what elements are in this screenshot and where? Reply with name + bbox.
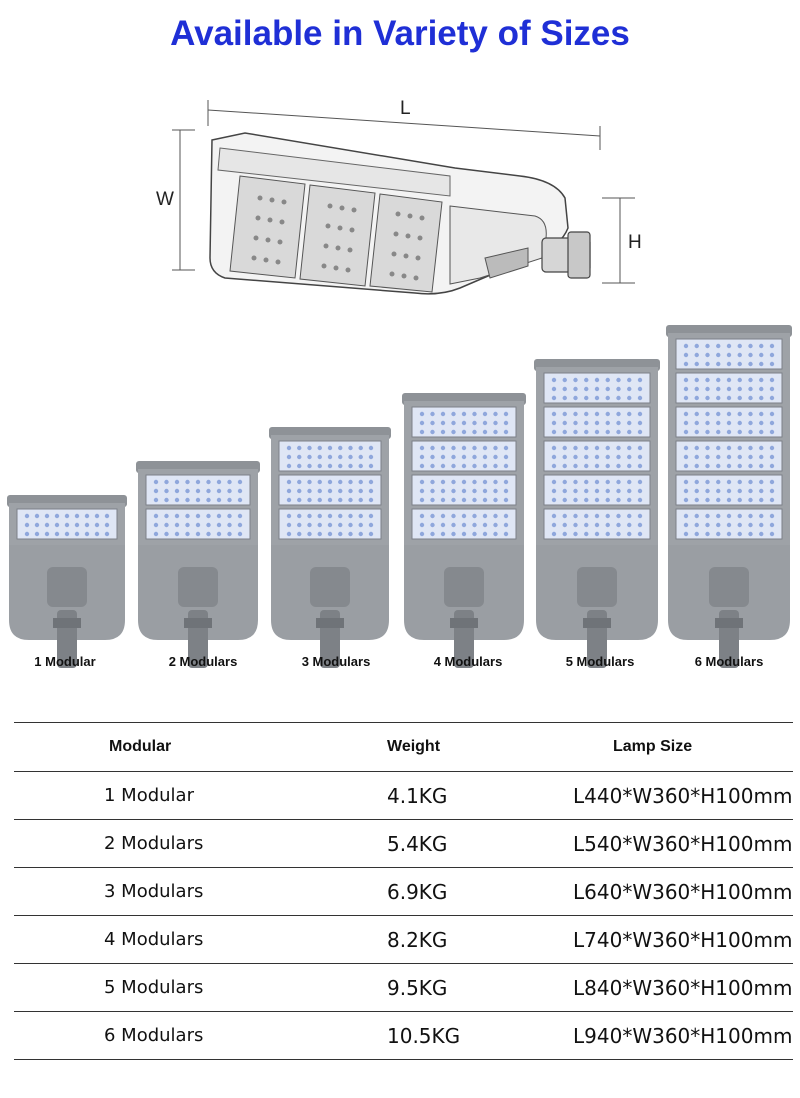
cell-modular: 4 Modulars <box>104 929 204 950</box>
dimension-diagram: L W H <box>156 98 642 295</box>
cell-weight: 9.5KG <box>387 975 448 1000</box>
dim-w-label: W <box>156 189 174 210</box>
cell-lamp-size: L440*W360*H100mm <box>573 783 793 808</box>
cell-weight: 8.2KG <box>387 927 448 952</box>
lamp-label-3: 3 Modulars <box>301 654 371 669</box>
lamp-label-6: 6 Modulars <box>694 654 764 669</box>
dim-l-label: L <box>400 98 411 119</box>
table-row: 5 Modulars 9.5KG L840*W360*H100mm <box>14 964 793 1012</box>
cell-lamp-size: L640*W360*H100mm <box>573 879 793 904</box>
table-row: 2 Modulars 5.4KG L540*W360*H100mm <box>14 820 793 868</box>
cell-weight: 4.1KG <box>387 783 448 808</box>
header-weight: Weight <box>387 738 441 755</box>
lamp-6-modular <box>666 325 792 668</box>
cell-weight: 10.5KG <box>387 1023 461 1048</box>
lamp-label-1: 1 Modular <box>34 654 96 669</box>
size-table: Modular Weight Lamp Size 1 Modular 4.1KG… <box>14 722 793 1060</box>
cell-modular: 1 Modular <box>104 785 194 806</box>
cell-modular: 6 Modulars <box>104 1025 204 1046</box>
header-lamp-size: Lamp Size <box>613 738 693 755</box>
cell-modular: 5 Modulars <box>104 977 204 998</box>
lamp-3-modular <box>269 427 391 668</box>
lamp-5-modular <box>534 359 660 668</box>
cell-modular: 2 Modulars <box>104 833 204 854</box>
table-row: 4 Modulars 8.2KG L740*W360*H100mm <box>14 916 793 964</box>
cell-lamp-size: L940*W360*H100mm <box>573 1023 793 1048</box>
cell-lamp-size: L840*W360*H100mm <box>573 975 793 1000</box>
cell-weight: 5.4KG <box>387 831 448 856</box>
lamp-lineup <box>7 325 792 668</box>
cell-weight: 6.9KG <box>387 879 448 904</box>
lamp-4-modular <box>402 393 526 668</box>
cell-lamp-size: L740*W360*H100mm <box>573 927 793 952</box>
header-modular: Modular <box>109 738 172 755</box>
table-header-row: Modular Weight Lamp Size <box>14 722 793 772</box>
cell-lamp-size: L540*W360*H100mm <box>573 831 793 856</box>
lamp-1-modular <box>7 495 127 668</box>
table-row: 3 Modulars 6.9KG L640*W360*H100mm <box>14 868 793 916</box>
cell-modular: 3 Modulars <box>104 881 204 902</box>
table-row: 6 Modulars 10.5KG L940*W360*H100mm <box>14 1012 793 1060</box>
lamp-label-2: 2 Modulars <box>168 654 238 669</box>
table-row: 1 Modular 4.1KG L440*W360*H100mm <box>14 772 793 820</box>
lamp-label-5: 5 Modulars <box>565 654 635 669</box>
lamp-label-4: 4 Modulars <box>433 654 503 669</box>
lamp-2-modular <box>136 461 260 668</box>
dim-h-label: H <box>628 232 642 253</box>
page-title: Available in Variety of Sizes <box>170 14 630 53</box>
